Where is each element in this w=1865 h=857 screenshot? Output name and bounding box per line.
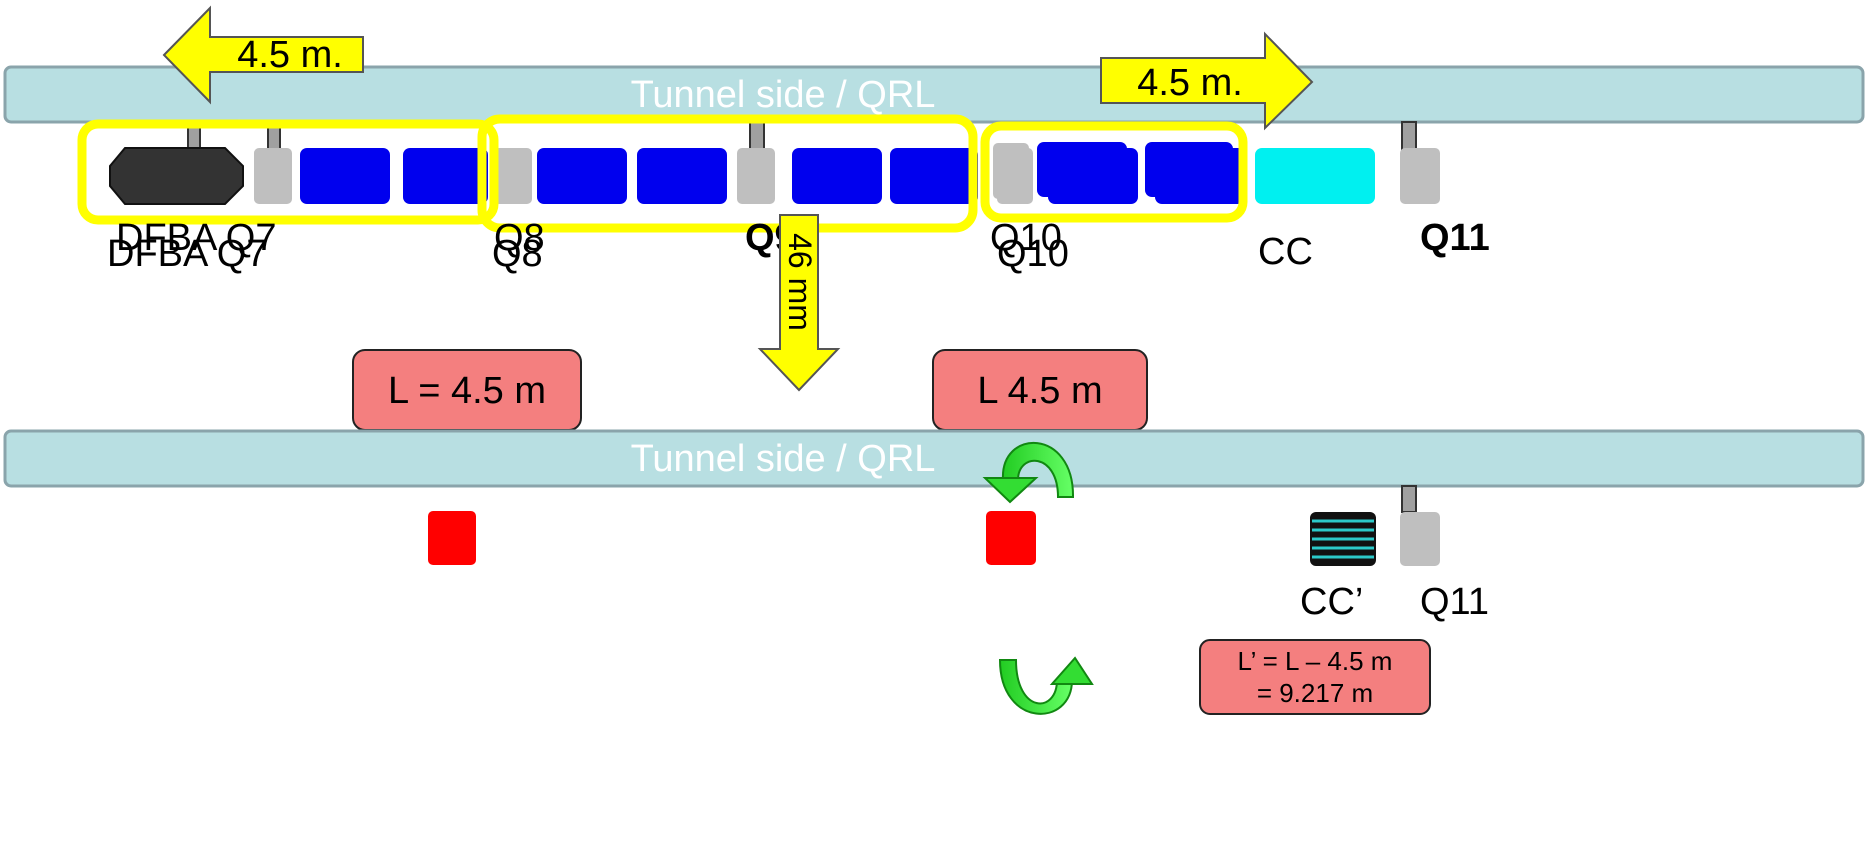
dipole-icon: [792, 148, 882, 204]
highlight-frame-middle: [477, 114, 978, 233]
quadrupole-icon: [737, 148, 775, 204]
label-dfba-q7-shifted: DFBA Q7: [107, 233, 268, 275]
box-left: L = 4.5 m: [352, 349, 582, 431]
rotate-arrow-icon: [982, 442, 1075, 504]
box-right: L 4.5 m: [932, 349, 1148, 431]
label-q10: Q10: [990, 217, 1062, 259]
label-cc-prime: CC’: [1300, 581, 1363, 623]
arrow-right: 4.5 m.: [1100, 31, 1314, 131]
top-tunnel-label: Tunnel side / QRL: [631, 74, 936, 116]
label-q8: Q8: [494, 217, 545, 259]
quadrupole-icon: [1400, 512, 1440, 566]
top-stubs: [187, 121, 1417, 151]
red-block-right: [986, 511, 1036, 565]
crab-cavity-icon: [1255, 148, 1375, 204]
box-left-label: L = 4.5 m: [388, 370, 546, 412]
box-right-label: L 4.5 m: [977, 370, 1102, 412]
label-dfba-q7: DFBA Q7: [116, 217, 277, 259]
bottom-tunnel: Tunnel side / QRL: [3, 429, 1865, 488]
dipole-icon: [537, 148, 627, 204]
dipole-icon: [403, 148, 488, 204]
dipole-icon: [300, 148, 390, 204]
label-q11-bottom: Q11: [1420, 581, 1489, 623]
red-block-left: [428, 511, 476, 565]
top-tunnel: Tunnel side / QRL: [3, 65, 1865, 124]
quadrupole-icon: [494, 148, 532, 204]
label-q8-shifted: Q8: [492, 233, 543, 275]
top-labels: DFBA Q7 DFBA Q7 Q8 Q8 Q9 Q10 Q10 CC Q11: [107, 217, 1490, 275]
highlight-frame-left: [77, 119, 499, 225]
quadrupole-icon: [254, 148, 292, 204]
quadrupole-icon: [1400, 148, 1440, 204]
quadrupole-icon: [997, 148, 1033, 204]
dipole-icon: [1155, 148, 1247, 204]
arrow-left: 4.5 m.: [162, 5, 364, 105]
arrow-down: 46 mm: [757, 214, 841, 392]
highlight-frames: [77, 114, 1248, 233]
formula-box: L’ = L – 4.5 m = 9.217 m: [1199, 639, 1431, 715]
label-cc: CC: [1258, 231, 1313, 273]
dipole-icon: [890, 148, 978, 204]
rotate-arrow-icon: [998, 656, 1094, 715]
dipole-icon: [1048, 148, 1138, 204]
bottom-q11-stub: [1401, 485, 1417, 513]
formula-line-2: = 9.217 m: [1257, 678, 1373, 708]
highlight-frame-right: [980, 121, 1248, 223]
label-q11: Q11: [1420, 217, 1490, 259]
arrow-right-label: 4.5 m.: [1137, 62, 1243, 104]
dipole-icon: [637, 148, 727, 204]
label-q10-shifted: Q10: [997, 233, 1069, 275]
dfba-icon: [109, 147, 244, 205]
bottom-tunnel-label: Tunnel side / QRL: [631, 438, 936, 480]
top-dipoles: [300, 142, 1247, 204]
top-quadrupoles: [254, 143, 1440, 204]
crab-cavity-prime-icon: [1310, 512, 1376, 566]
formula-line-1: L’ = L – 4.5 m: [1238, 646, 1393, 676]
arrow-down-label: 46 mm: [782, 233, 818, 331]
arrow-left-label: 4.5 m.: [237, 34, 343, 76]
